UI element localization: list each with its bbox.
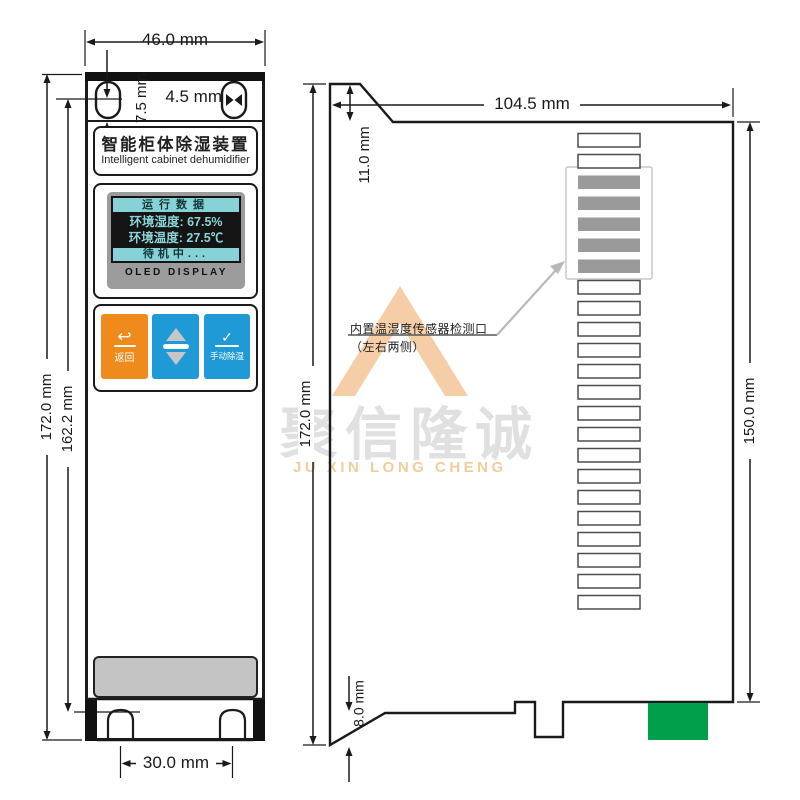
bottom-slot-left (106, 708, 135, 741)
oled-humidity-row: 环境湿度: 67.5% (129, 215, 223, 229)
annotation-arrowhead-icon (550, 261, 565, 274)
din-rail-connector-green (648, 703, 708, 740)
return-arrow-icon: ↩ (117, 327, 132, 346)
manual-dehumidify-button: ✓ 手动除湿 (204, 314, 250, 379)
check-icon: ✓ (221, 329, 233, 346)
watermark-chinese: 聚信隆诚 (280, 403, 540, 467)
button-underline (215, 345, 239, 347)
sensor-annotation-leader (348, 261, 565, 336)
nameplate-panel (93, 126, 258, 176)
up-arrow-icon (165, 328, 186, 341)
dim-side-body-height: 150.0 mm (741, 363, 758, 459)
dim-front-width: 46.0 mm (141, 30, 209, 49)
oled-header-row: 运行数据 (113, 198, 239, 212)
dim-front-mounting-height: 162.2 mm (59, 371, 76, 467)
button-underline (113, 345, 136, 347)
side-view-outline (328, 82, 735, 748)
mounting-hole-right (220, 80, 248, 120)
sensor-note-line2: （左右两侧） (350, 340, 426, 354)
product-name-cn: 智能柜体除湿装置 (101, 136, 250, 154)
oled-screen: 运行数据 环境湿度: 67.5% 环境温度: 27.5℃ 待机中... (111, 196, 241, 263)
front-view-outline (56, 72, 265, 742)
back-button-label: 返回 (114, 353, 135, 364)
flange-edge-right (253, 700, 265, 741)
sensor-note-line1: 内置温湿度传感器检测口 (350, 322, 488, 336)
dim-side-width: 104.5 mm (484, 95, 580, 113)
manual-button-label: 手动除湿 (209, 350, 244, 361)
up-down-button (152, 314, 199, 379)
oled-status-row: 待机中... (113, 248, 239, 261)
dim-side-bottom-inset: 8.0 mm (350, 680, 367, 727)
down-arrow-icon (165, 352, 186, 365)
dim-slot-spacing: 30.0 mm (136, 754, 216, 772)
oled-display-label: OLED DISPLAY (125, 267, 228, 278)
dim-side-height: 172.0 mm (297, 366, 314, 462)
product-name-en: Intelligent cabinet dehumidifier (101, 154, 250, 166)
oled-temperature-row: 环境温度: 27.5℃ (128, 231, 224, 245)
dim-side-top-inset: 11.0 mm (356, 126, 373, 184)
vent-slots (577, 132, 641, 610)
back-button: ↩ 返回 (101, 314, 148, 379)
button-divider (162, 344, 189, 349)
bottom-slot-right (218, 708, 247, 741)
flange-edge-left (85, 700, 97, 741)
dim-hole-diameter: 4.5 mm (165, 87, 222, 106)
dim-front-outer-height: 172.0 mm (38, 359, 55, 455)
mounting-hole-left (94, 80, 122, 120)
watermark-latin: JU XIN LONG CHENG (293, 459, 507, 476)
hole-diameter-marker-icon (226, 94, 242, 106)
terminal-cover-block (93, 656, 258, 698)
